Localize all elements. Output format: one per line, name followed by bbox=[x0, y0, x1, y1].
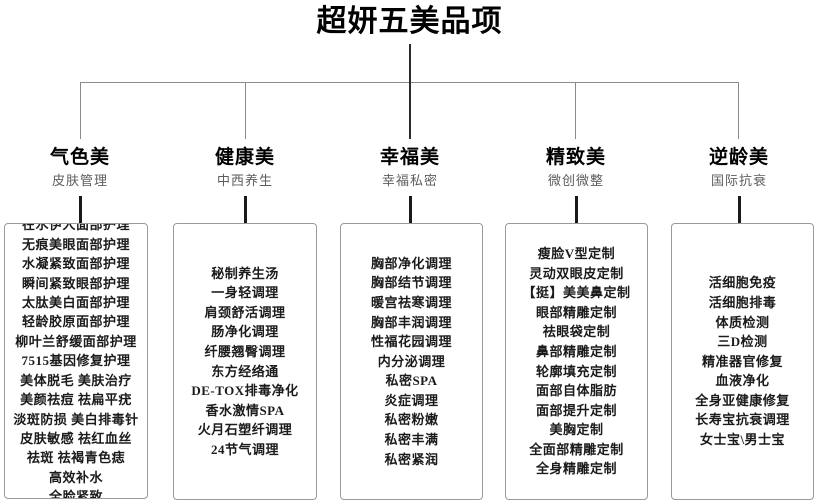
list-item: 精准器官修复 bbox=[701, 353, 783, 369]
category-box-1: 在水伊人面部护理 无痕美眼面部护理 水凝紧致面部护理 瞬间紧致眼部护理 太肽美白… bbox=[4, 223, 148, 499]
list-item: 太肽美白面部护理 bbox=[21, 295, 130, 311]
category-header-5: 逆龄美 国际抗衰 bbox=[659, 146, 819, 191]
category-header-2: 健康美 中西养生 bbox=[165, 146, 325, 191]
stem-5 bbox=[738, 196, 741, 223]
list-item: 肠净化调理 bbox=[211, 324, 279, 340]
list-item: 灵动双眼皮定制 bbox=[529, 265, 624, 281]
list-item: 美胸定制 bbox=[549, 422, 604, 438]
list-item: 面部自体脂肪 bbox=[535, 383, 617, 399]
list-item: 皮肤敏感 祛红血丝 bbox=[20, 430, 132, 446]
category-box-3: 胸部净化调理 胸部结节调理 暖宫祛寒调理 胸部丰润调理 性福花园调理 内分泌调理… bbox=[340, 223, 483, 500]
list-item: 活细胞排毒 bbox=[708, 294, 777, 310]
list-item: 东方经络通 bbox=[211, 363, 279, 379]
list-item: 全面部精雕定制 bbox=[529, 441, 624, 457]
list-item: 柳叶兰舒缓面部护理 bbox=[15, 333, 137, 349]
list-item: 长寿宝抗衰调理 bbox=[695, 412, 790, 428]
list-item: 面部提升定制 bbox=[535, 402, 617, 418]
list-item: 女士宝\男士宝 bbox=[699, 432, 786, 448]
list-item: 眼部精雕定制 bbox=[535, 304, 617, 320]
stem-2 bbox=[244, 196, 247, 223]
list-item: 私密粉嫩 bbox=[384, 412, 439, 428]
list-item: 高效补水 bbox=[48, 469, 103, 485]
list-item: 胸部丰润调理 bbox=[370, 314, 452, 330]
list-item: 胸部结节调理 bbox=[370, 275, 452, 291]
list-item: 胸部净化调理 bbox=[370, 255, 452, 271]
category-subtitle-5: 国际抗衰 bbox=[710, 173, 767, 188]
category-title-5: 逆龄美 bbox=[708, 147, 769, 168]
list-item: 私密紧润 bbox=[384, 451, 439, 467]
list-item: 美体脱毛 美肤治疗 bbox=[20, 372, 132, 388]
list-item: 全身精雕定制 bbox=[535, 461, 617, 477]
list-item: 内分泌调理 bbox=[377, 353, 446, 369]
list-item: 活细胞免疫 bbox=[708, 275, 777, 291]
stem-3 bbox=[409, 196, 412, 223]
connector-drop-3 bbox=[409, 82, 411, 139]
list-item: 一身轻调理 bbox=[211, 285, 279, 301]
list-item: 秘制养生汤 bbox=[211, 265, 279, 281]
category-box-4: 瘦脸V型定制 灵动双眼皮定制 【挺】美美鼻定制 眼部精雕定制 祛眼袋定制 鼻部精… bbox=[505, 223, 648, 500]
list-item: 【挺】美美鼻定制 bbox=[522, 285, 631, 301]
list-item: 肩颈舒活调理 bbox=[204, 304, 286, 320]
connector-drop-4 bbox=[575, 82, 576, 139]
list-item: 私密SPA bbox=[385, 373, 438, 389]
page-title: 超妍五美品项 bbox=[316, 5, 503, 38]
list-item: 香水激情SPA bbox=[205, 402, 285, 418]
category-title-3: 幸福美 bbox=[379, 147, 440, 168]
connector-root-vertical bbox=[409, 44, 411, 83]
list-item: DE-TOX排毒净化 bbox=[191, 383, 299, 399]
connector-drop-5 bbox=[738, 82, 739, 139]
category-title-1: 气色美 bbox=[49, 147, 110, 168]
list-item: 三D检测 bbox=[717, 334, 768, 350]
category-box-5: 活细胞免疫 活细胞排毒 体质检测 三D检测 精准器官修复 血液净化 全身亚健康修… bbox=[671, 223, 814, 500]
category-subtitle-4: 微创微整 bbox=[547, 173, 604, 188]
list-item: 体质检测 bbox=[715, 314, 770, 330]
list-item: 火月石塑纤调理 bbox=[197, 422, 293, 438]
category-header-1: 气色美 皮肤管理 bbox=[0, 146, 160, 191]
list-item: 瞬间紧致眼部护理 bbox=[21, 275, 130, 291]
connector-drop-2 bbox=[245, 82, 246, 139]
category-title-2: 健康美 bbox=[214, 147, 275, 168]
list-item: 全身亚健康修复 bbox=[695, 392, 790, 408]
list-item: 在水伊人面部护理 bbox=[21, 223, 130, 233]
category-box-2: 秘制养生汤 一身轻调理 肩颈舒活调理 肠净化调理 纤腰翘臀调理 东方经络通 DE… bbox=[173, 223, 317, 500]
category-header-4: 精致美 微创微整 bbox=[496, 146, 656, 191]
list-item: 性福花园调理 bbox=[370, 334, 452, 350]
stem-4 bbox=[575, 196, 578, 223]
category-subtitle-3: 幸福私密 bbox=[381, 173, 438, 188]
list-item: 水凝紧致面部护理 bbox=[21, 256, 130, 272]
list-item: 全脸紧致 bbox=[48, 489, 103, 499]
list-item: 轮廓填充定制 bbox=[535, 363, 617, 379]
category-subtitle-1: 皮肤管理 bbox=[51, 173, 108, 188]
list-item: 私密丰满 bbox=[384, 432, 439, 448]
list-item: 轻龄胶原面部护理 bbox=[21, 314, 130, 330]
category-title-4: 精致美 bbox=[545, 147, 606, 168]
list-item: 瘦脸V型定制 bbox=[537, 245, 616, 261]
list-item: 7515基因修复护理 bbox=[21, 353, 131, 369]
list-item: 无痕美眼面部护理 bbox=[21, 236, 130, 252]
stem-1 bbox=[79, 196, 82, 223]
list-item: 24节气调理 bbox=[210, 441, 279, 457]
list-item: 美颜祛痘 祛扁平疣 bbox=[20, 392, 132, 408]
list-item: 祛斑 祛褐青色痣 bbox=[26, 450, 126, 466]
category-header-3: 幸福美 幸福私密 bbox=[330, 146, 490, 191]
list-item: 纤腰翘臀调理 bbox=[204, 343, 286, 359]
list-item: 血液净化 bbox=[715, 373, 770, 389]
list-item: 炎症调理 bbox=[384, 392, 439, 408]
list-item: 祛眼袋定制 bbox=[542, 324, 611, 340]
list-item: 暖宫祛寒调理 bbox=[370, 294, 452, 310]
list-item: 淡斑防损 美白排毒针 bbox=[13, 411, 139, 427]
list-item: 鼻部精雕定制 bbox=[535, 343, 617, 359]
category-subtitle-2: 中西养生 bbox=[216, 173, 273, 188]
connector-drop-1 bbox=[80, 82, 81, 139]
